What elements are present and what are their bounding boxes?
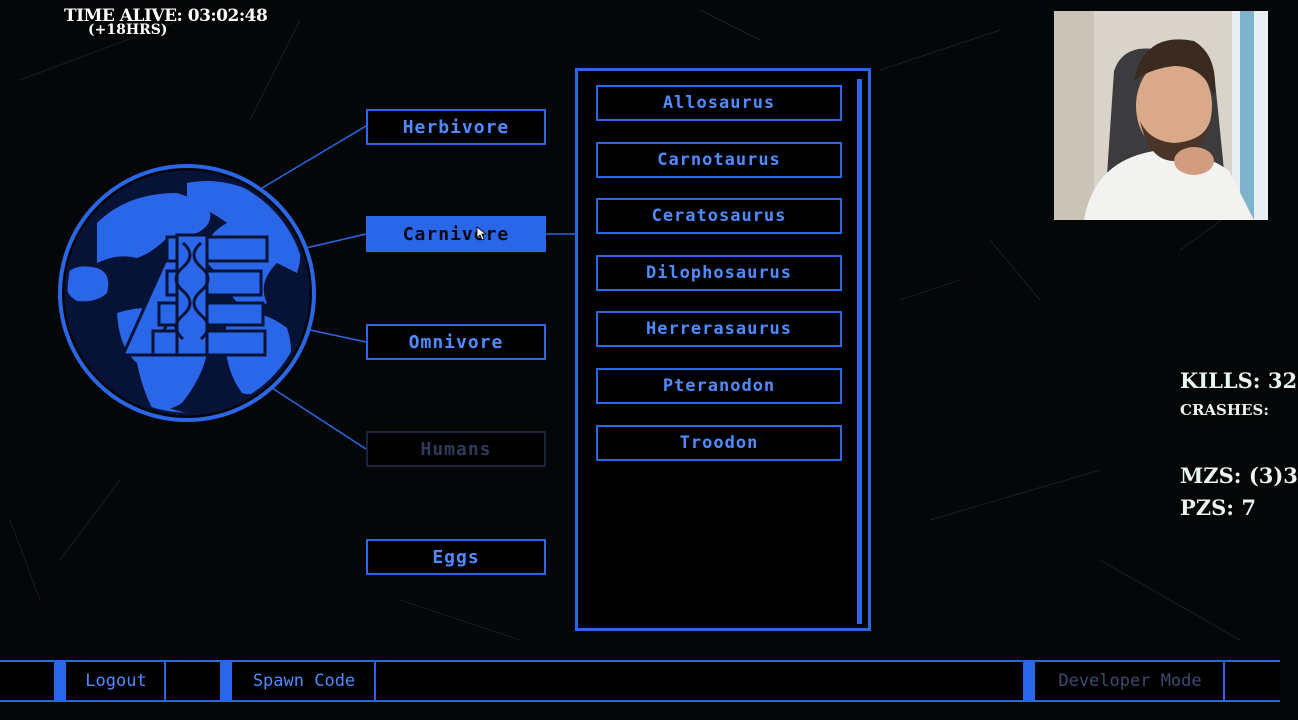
bottom-toolbar: Logout Spawn Code Developer Mode: [0, 660, 1280, 702]
species-list-panel: Allosaurus Carnotaurus Ceratosaurus Dilo…: [575, 68, 871, 631]
time-bonus: (+18HRS): [88, 22, 168, 38]
species-dilophosaurus-button[interactable]: Dilophosaurus: [596, 255, 842, 291]
species-list-scrollbar[interactable]: [857, 79, 862, 624]
category-eggs-button[interactable]: Eggs: [366, 539, 546, 575]
webcam-overlay: [1054, 11, 1268, 220]
pzs-stat: PZS: 7: [1180, 497, 1256, 518]
category-omnivore-button[interactable]: Omnivore: [366, 324, 546, 360]
globe-emblem-icon: [58, 164, 316, 422]
crashes-stat: CRASHES:: [1180, 403, 1269, 418]
species-herrerasaurus-button[interactable]: Herrerasaurus: [596, 311, 842, 347]
pzs-label: PZS:: [1180, 495, 1235, 520]
mouse-cursor-icon: [476, 226, 488, 241]
pzs-value: 7: [1241, 495, 1256, 520]
mzs-label: MZS:: [1180, 463, 1242, 488]
species-troodon-button[interactable]: Troodon: [596, 425, 842, 461]
spawn-code-button[interactable]: Spawn Code: [220, 662, 376, 700]
time-alive-display: TIME ALIVE: 03:02:48 (+18HRS): [64, 6, 268, 38]
kills-value: 32: [1267, 368, 1298, 393]
mzs-stat: MZS: (3)3: [1180, 465, 1298, 486]
species-carnotaurus-button[interactable]: Carnotaurus: [596, 142, 842, 178]
species-pteranodon-button[interactable]: Pteranodon: [596, 368, 842, 404]
kills-label: KILLS:: [1180, 368, 1261, 393]
time-alive-label: TIME ALIVE:: [64, 6, 183, 26]
species-allosaurus-button[interactable]: Allosaurus: [596, 85, 842, 121]
time-alive-value: 03:02:48: [187, 6, 268, 26]
developer-mode-button[interactable]: Developer Mode: [1023, 662, 1225, 700]
category-carnivore-button[interactable]: Carnivore: [366, 216, 546, 252]
kills-stat: KILLS: 32: [1180, 370, 1297, 391]
logout-button[interactable]: Logout: [54, 662, 166, 700]
crashes-label: CRASHES:: [1180, 401, 1269, 419]
species-ceratosaurus-button[interactable]: Ceratosaurus: [596, 198, 842, 234]
category-humans-button[interactable]: Humans: [366, 431, 546, 467]
mzs-value: (3)3: [1248, 463, 1298, 488]
category-herbivore-button[interactable]: Herbivore: [366, 109, 546, 145]
streamer-webcam-image: [1054, 11, 1268, 220]
